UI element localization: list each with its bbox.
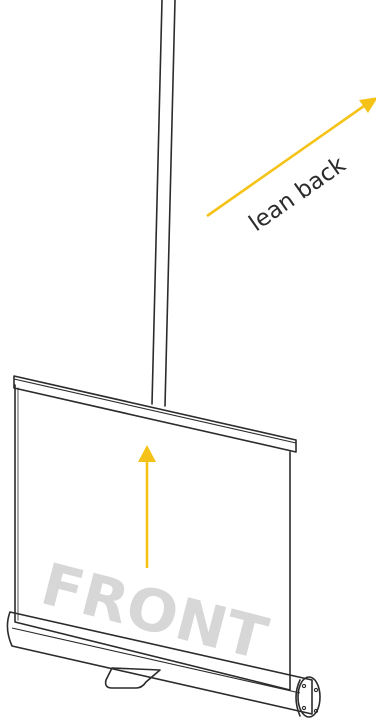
up-arrow bbox=[138, 445, 156, 568]
top-rail bbox=[13, 375, 297, 453]
support-foot bbox=[104, 667, 161, 689]
banner-sheet bbox=[14, 384, 291, 691]
base-cassette bbox=[6, 611, 321, 718]
pole bbox=[151, 0, 176, 407]
front-label: FRONT bbox=[34, 550, 274, 674]
lean-arrow bbox=[206, 97, 376, 218]
lean-back-label: lean back bbox=[245, 151, 352, 236]
